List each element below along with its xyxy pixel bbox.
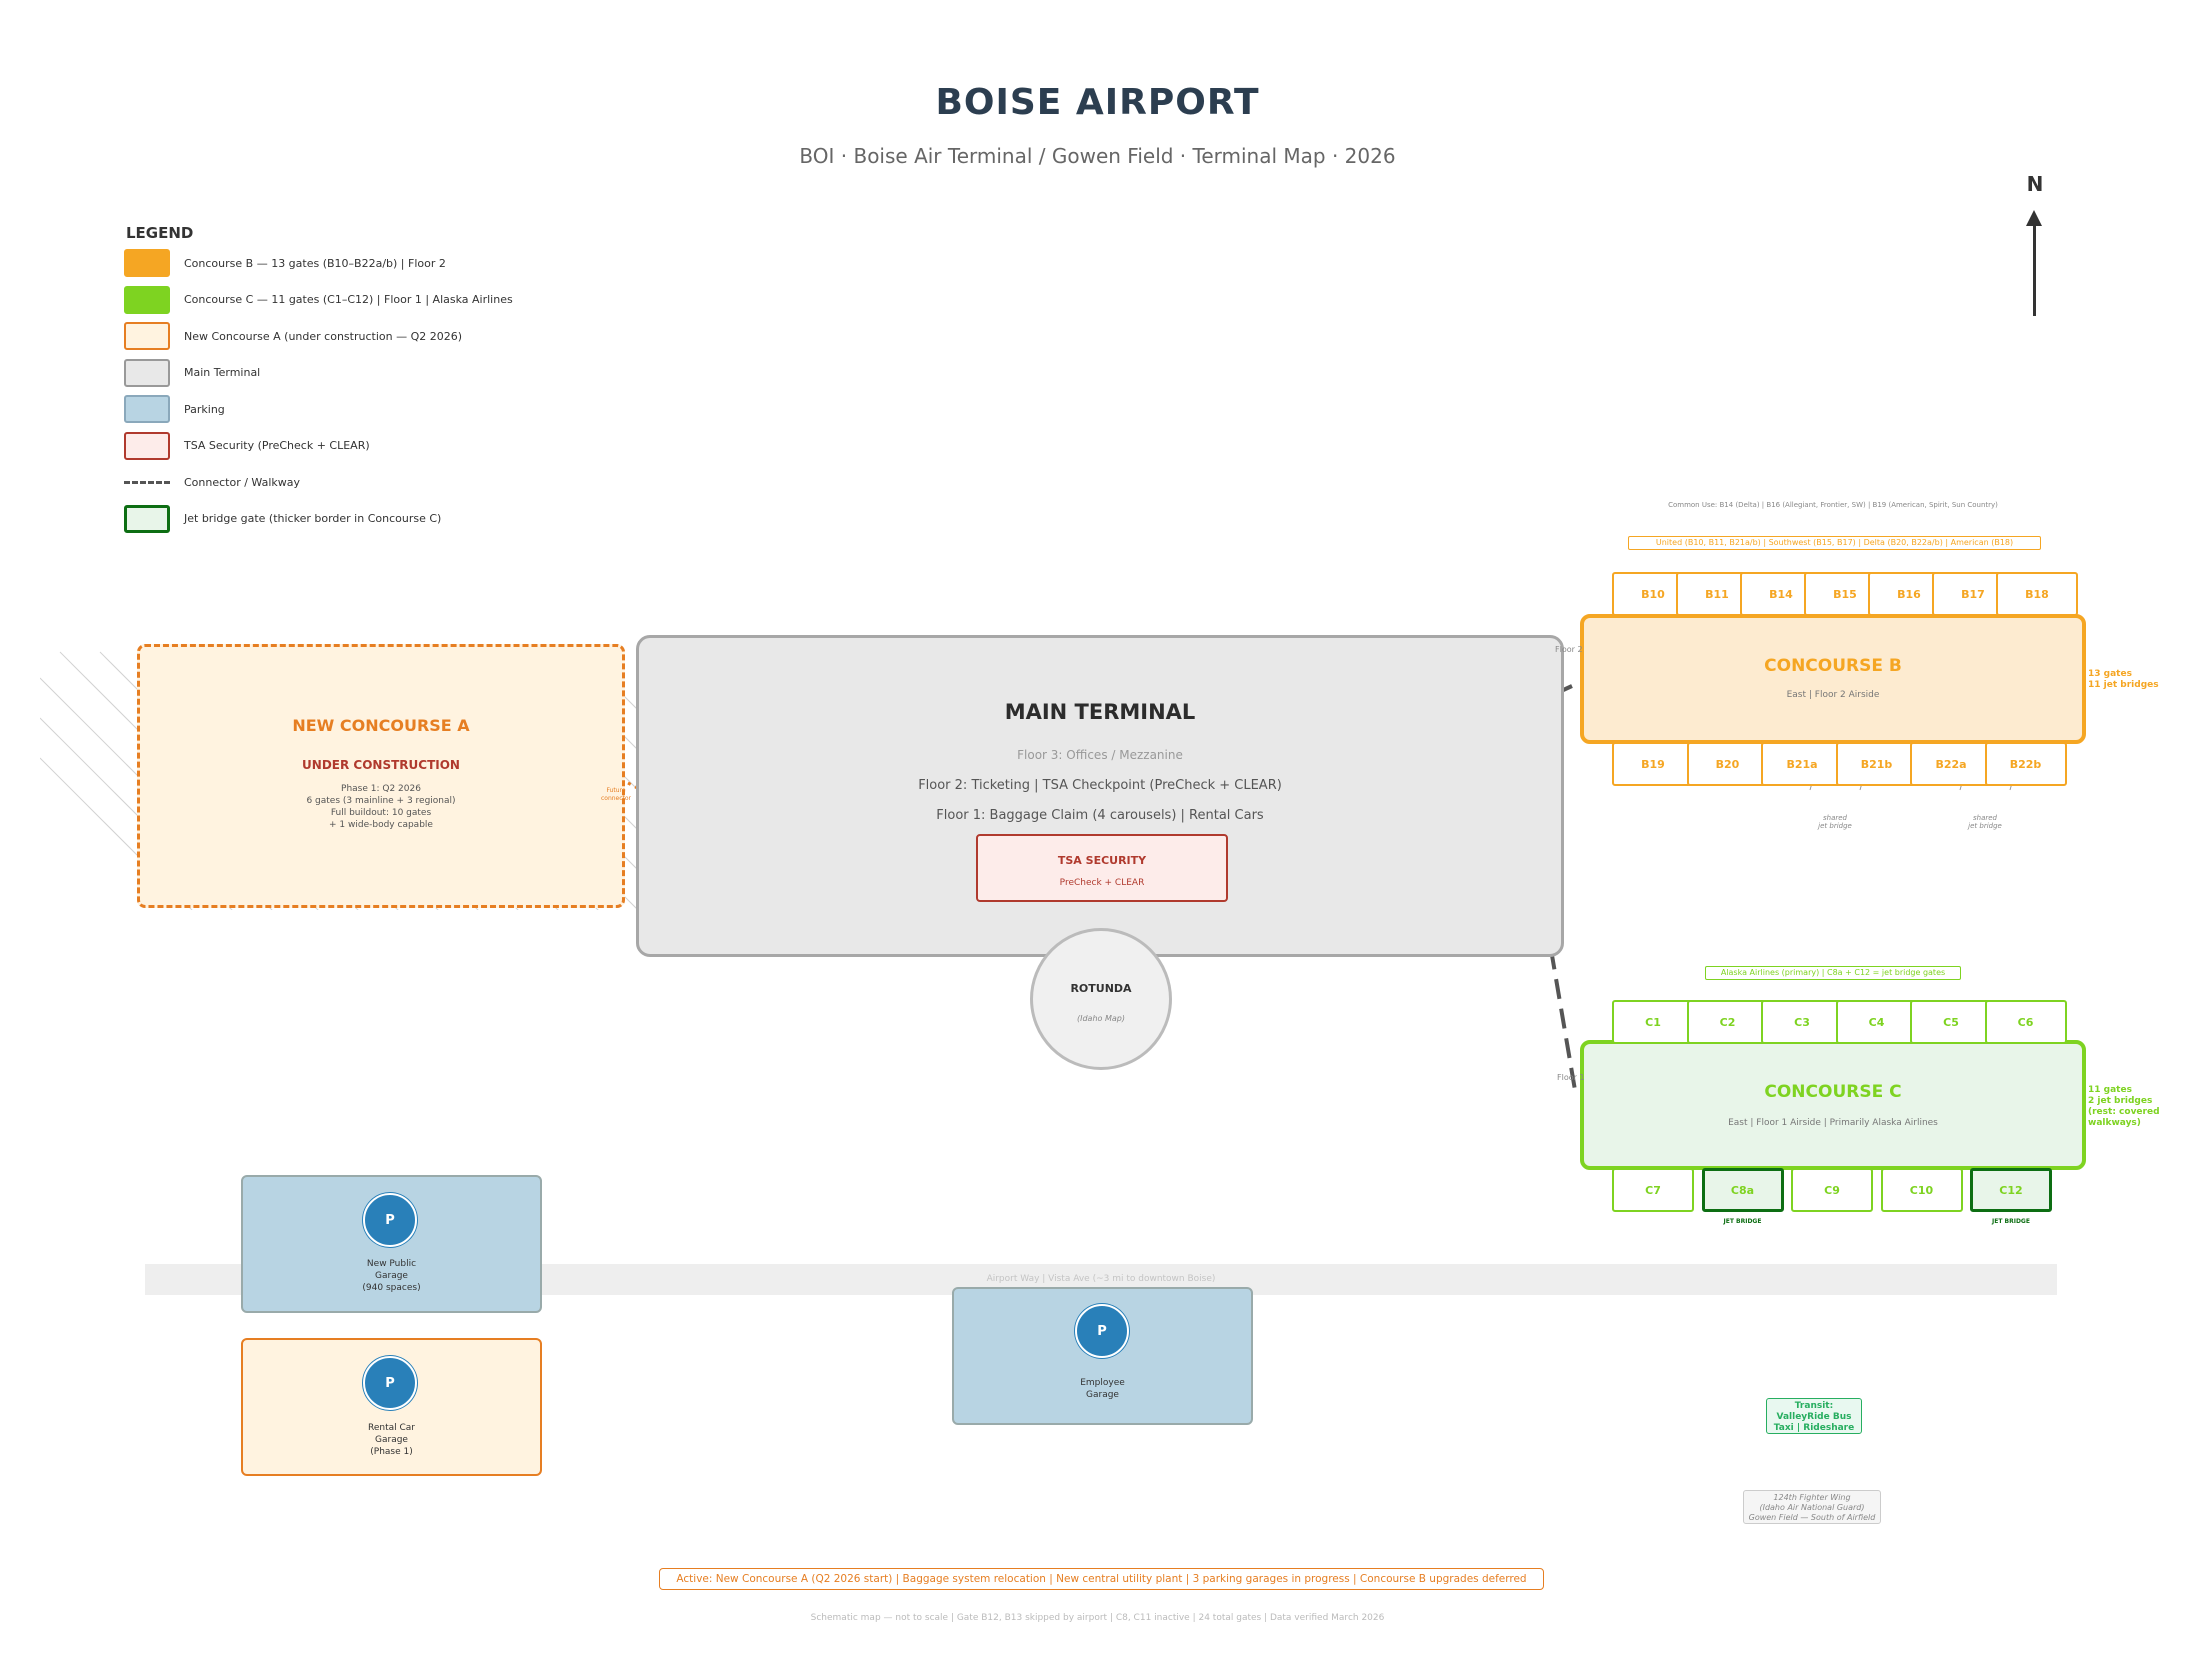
gate-b21b[interactable]: B21b bbox=[1835, 742, 1918, 786]
gate-c1[interactable]: C1 bbox=[1612, 1000, 1694, 1044]
gate-c4[interactable]: C4 bbox=[1835, 1000, 1918, 1044]
gate-c6[interactable]: C6 bbox=[1984, 1000, 2067, 1044]
concourse-c-floor-label: Floor 1 bbox=[1557, 1073, 1585, 1082]
concourse-c-subtitle: East | Floor 1 Airside | Primarily Alask… bbox=[1728, 1118, 1938, 1128]
legend-item: Connector / Walkway bbox=[124, 467, 300, 497]
legend-item: Concourse C — 11 gates (C1–C12) | Floor … bbox=[124, 285, 513, 315]
legend-swatch bbox=[124, 504, 170, 533]
north-label: N bbox=[2026, 172, 2044, 196]
page-title: BOISE AIRPORT bbox=[935, 82, 1260, 123]
gate-b20[interactable]: B20 bbox=[1686, 742, 1769, 786]
gate-c2[interactable]: C2 bbox=[1686, 1000, 1769, 1044]
legend-item: Concourse B — 13 gates (B10–B22a/b) | Fl… bbox=[124, 248, 446, 278]
gate-b22a[interactable]: B22a bbox=[1910, 742, 1992, 786]
gate-b21a[interactable]: B21a bbox=[1761, 742, 1843, 786]
legend-label: Jet bridge gate (thicker border in Conco… bbox=[184, 512, 442, 525]
concourse-a-outline bbox=[137, 644, 625, 908]
gate-c10[interactable]: C10 bbox=[1880, 1168, 1963, 1212]
main-terminal bbox=[636, 635, 1564, 957]
legend-swatch bbox=[124, 285, 170, 314]
gate-b22b[interactable]: B22b bbox=[1984, 742, 2067, 786]
legend-label: Concourse B — 13 gates (B10–B22a/b) | Fl… bbox=[184, 256, 446, 270]
terminal-floor-3: Floor 3: Offices / Mezzanine bbox=[1017, 748, 1183, 762]
tsa-security-title: TSA SECURITY bbox=[1057, 854, 1147, 867]
gate-c8a[interactable]: C8a bbox=[1701, 1168, 1784, 1212]
concourse-c-count: 11 gates 2 jet bridges (rest: covered wa… bbox=[2088, 1085, 2160, 1128]
gate-c9[interactable]: C9 bbox=[1791, 1168, 1873, 1212]
rotunda-title: ROTUNDA bbox=[1070, 982, 1132, 995]
legend-swatch bbox=[124, 358, 170, 387]
gate-c3[interactable]: C3 bbox=[1761, 1000, 1843, 1044]
concourse-c-airlines: Alaska Airlines (primary) | C8a + C12 = … bbox=[1705, 966, 1961, 980]
jet-bridge-label: JET BRIDGE bbox=[1992, 1218, 2030, 1225]
legend-label: Main Terminal bbox=[184, 366, 261, 379]
concourse-b-count: 13 gates 11 jet bridges bbox=[2088, 669, 2159, 690]
concourse-b-title: CONCOURSE B bbox=[1764, 656, 1902, 676]
gate-c5[interactable]: C5 bbox=[1910, 1000, 1992, 1044]
legend-label: Parking bbox=[184, 402, 225, 416]
fighter-wing-box: 124th Fighter Wing(Idaho Air National Gu… bbox=[1743, 1490, 1881, 1524]
gate-b18[interactable]: B18 bbox=[1996, 572, 2078, 616]
legend-label: Connector / Walkway bbox=[184, 475, 301, 489]
legend-label: TSA Security (PreCheck + CLEAR) bbox=[184, 439, 370, 452]
terminal-floor-1: Floor 1: Baggage Claim (4 carousels) | R… bbox=[936, 808, 1264, 823]
concourse-c-title: CONCOURSE C bbox=[1764, 1082, 1902, 1102]
rotunda bbox=[1030, 928, 1172, 1070]
legend-swatch bbox=[124, 322, 170, 350]
parking-icon: P bbox=[363, 1356, 417, 1410]
concourse-a-details: Phase 1: Q2 2026 6 gates (3 mainline + 3… bbox=[306, 784, 456, 830]
main-terminal-title: MAIN TERMINAL bbox=[1004, 700, 1196, 724]
concourse-b-floor-label: Floor 2 bbox=[1555, 645, 1583, 654]
footer-note: Schematic map — not to scale | Gate B12,… bbox=[810, 1613, 1385, 1623]
rotunda-subtitle: (Idaho Map) bbox=[1077, 1014, 1125, 1023]
page-subtitle: BOI · Boise Air Terminal / Gowen Field ·… bbox=[799, 144, 1396, 168]
concourse-b-common-use: Common Use: B14 (Delta) | B16 (Allegiant… bbox=[1668, 501, 1998, 509]
legend-swatch bbox=[124, 480, 170, 484]
concourse-a-title: NEW CONCOURSE A bbox=[292, 716, 470, 735]
legend-item: TSA Security (PreCheck + CLEAR) bbox=[124, 431, 370, 461]
road-label: Airport Way | Vista Ave (~3 mi to downto… bbox=[986, 1274, 1216, 1284]
concourse-c bbox=[1580, 1040, 2086, 1170]
terminal-floor-2: Floor 2: Ticketing | TSA Checkpoint (Pre… bbox=[918, 778, 1282, 793]
parking-icon: P bbox=[363, 1193, 417, 1247]
tsa-security-box bbox=[976, 834, 1228, 902]
legend-swatch bbox=[124, 249, 170, 277]
north-arrow-shaft bbox=[2033, 218, 2036, 316]
concourse-b-subtitle: East | Floor 2 Airside bbox=[1786, 690, 1880, 700]
legend-label: Concourse C — 11 gates (C1–C12) | Floor … bbox=[184, 293, 513, 306]
legend-item: New Concourse A (under construction — Q2… bbox=[124, 321, 462, 351]
concourse-b bbox=[1580, 614, 2086, 744]
jet-bridge-label: JET BRIDGE bbox=[1723, 1218, 1762, 1225]
legend-title: LEGEND bbox=[126, 224, 194, 242]
gate-c7[interactable]: C7 bbox=[1612, 1168, 1694, 1212]
parking-icon: P bbox=[1075, 1304, 1129, 1358]
concourse-b-airlines: United (B10, B11, B21a/b) | Southwest (B… bbox=[1628, 536, 2041, 550]
legend-swatch bbox=[124, 395, 170, 423]
legend-item: Parking bbox=[124, 394, 225, 424]
legend-swatch bbox=[124, 431, 170, 460]
gate-c12[interactable]: C12 bbox=[1970, 1168, 2052, 1212]
tsa-security-subtitle: PreCheck + CLEAR bbox=[1059, 878, 1145, 888]
concourse-a-status: UNDER CONSTRUCTION bbox=[302, 758, 460, 772]
legend-label: New Concourse A (under construction — Q2… bbox=[184, 329, 463, 343]
future-connector-label: Future connector bbox=[600, 787, 632, 802]
active-projects-banner: Active: New Concourse A (Q2 2026 start) … bbox=[659, 1568, 1544, 1590]
legend-item: Jet bridge gate (thicker border in Conco… bbox=[124, 504, 441, 534]
gate-b19[interactable]: B19 bbox=[1612, 742, 1694, 786]
legend-item: Main Terminal bbox=[124, 358, 260, 388]
